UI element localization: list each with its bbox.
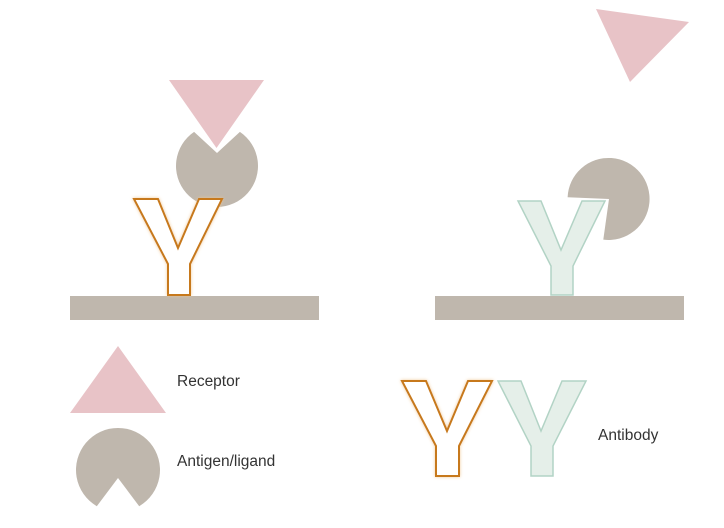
- antibody-unbound-right: [516, 200, 607, 296]
- antigen-right: [567, 157, 650, 240]
- receptor-free-right: [596, 9, 689, 82]
- antibody-unbound-legend-icon: [496, 380, 588, 477]
- left-surface: [70, 296, 319, 320]
- legend: Receptor Antigen/ligand Antibody: [70, 346, 659, 507]
- antigen-legend-icon: [76, 427, 161, 507]
- antigen-bound-left: [175, 131, 258, 207]
- left-panel-bound-complex: [70, 80, 319, 320]
- receptor-bound-left: [169, 80, 264, 148]
- receptor-legend-label: Receptor: [177, 373, 240, 390]
- antibody-bound-left: [132, 198, 224, 296]
- antibody-bound-legend-icon: [400, 380, 494, 477]
- antibody-legend-label: Antibody: [598, 427, 659, 444]
- right-surface: [435, 296, 684, 320]
- right-panel-unbound: [435, 9, 689, 320]
- receptor-legend-icon: [70, 346, 166, 413]
- antigen-legend-label: Antigen/ligand: [177, 453, 275, 470]
